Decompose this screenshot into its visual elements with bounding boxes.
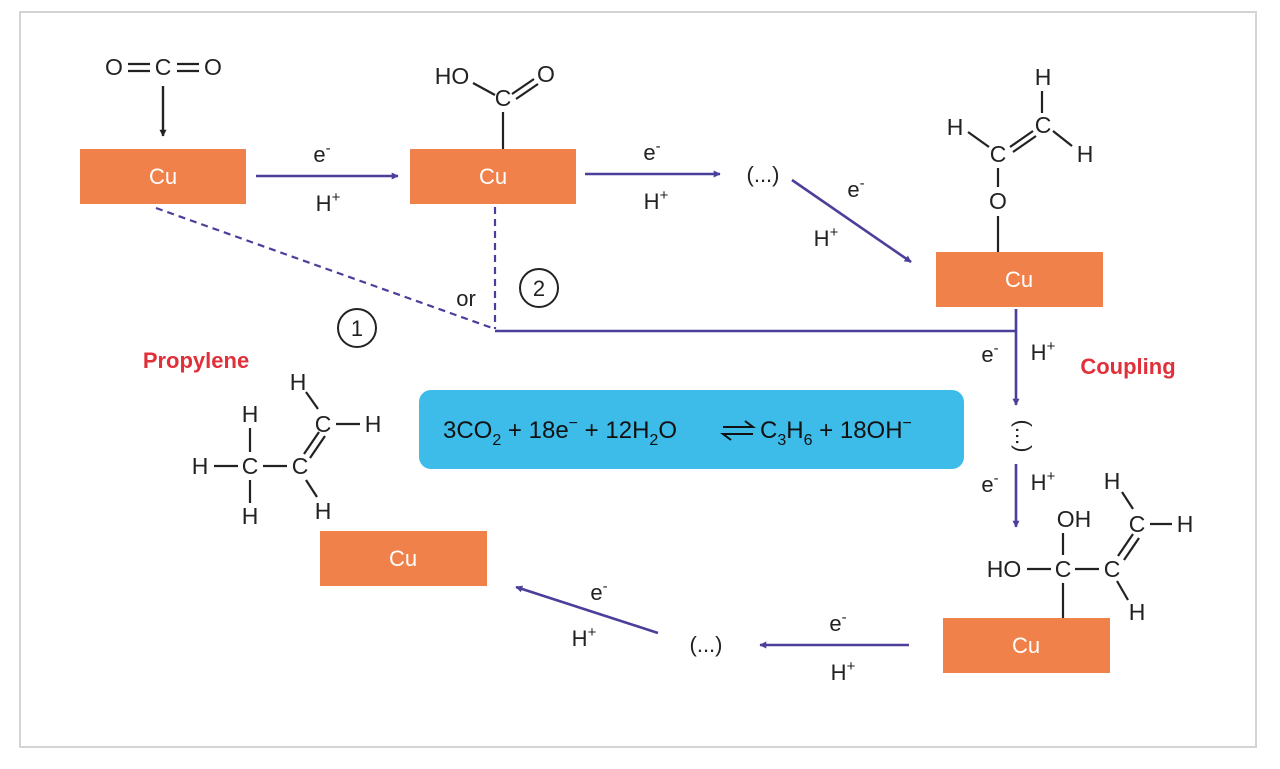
overall-equation: 3CO2 + 18e− + 12H2O C3H6 + 18OH−: [419, 390, 964, 469]
step-arrow-bottom: e- H+: [759, 609, 909, 685]
hydrogen-atom: H: [1177, 511, 1194, 537]
pathway-2-marker: 2: [519, 268, 559, 308]
cu-surface-1: Cu: [80, 149, 246, 204]
co2-carbon: C: [155, 54, 172, 80]
hydrogen-atom: H: [947, 114, 964, 140]
diol-carbon-2: C: [1104, 556, 1121, 582]
proton-label: H+: [831, 658, 856, 685]
cu-surface-3: Cu: [936, 252, 1103, 307]
step-arrow-3: e- H+: [791, 175, 912, 264]
cu-label: Cu: [1012, 633, 1040, 658]
electron-label: e-: [847, 175, 864, 202]
ellipsis-intermediate-2: (...): [690, 632, 723, 657]
diol-carbon-1: C: [1055, 556, 1072, 582]
bridging-oxygen: O: [989, 188, 1007, 214]
step-arrow-lower-vertical: e- H+: [981, 464, 1056, 528]
ellipsis-intermediate-1: (...): [747, 162, 780, 187]
diol-carbon-3: C: [1129, 511, 1146, 537]
pathway-1-marker: 1: [337, 308, 377, 348]
vinyl-carbon-middle: C: [292, 453, 309, 479]
co2-oxygen-right: O: [204, 54, 222, 80]
equation-products: C3H6 + 18OH−: [760, 415, 912, 449]
proton-label: H+: [644, 187, 669, 214]
pathway-1-number: 1: [351, 316, 363, 341]
hydrogen-atom: H: [242, 401, 259, 427]
hydrogen-atom: H: [192, 453, 209, 479]
diol-intermediate: OH HO C C C H H H: [987, 468, 1194, 625]
equation-reactants: 3CO2 + 18e− + 12H2O: [443, 415, 677, 449]
proton-label: H+: [572, 624, 597, 651]
cu-surface-4: Cu: [943, 618, 1110, 673]
electron-label: e-: [643, 138, 660, 165]
vinyl-carbon-2: C: [1035, 112, 1052, 138]
proton-label: H+: [1031, 338, 1056, 365]
co2-oxygen-left: O: [105, 54, 123, 80]
vinyloxy-intermediate: H C H H C O: [947, 64, 1094, 252]
step-arrow-final: e- H+: [515, 578, 659, 651]
methyl-carbon: C: [242, 453, 259, 479]
electron-label: e-: [981, 340, 998, 367]
proton-label: H+: [316, 189, 341, 216]
cu-surface-5: Cu: [320, 531, 487, 586]
cu-surface-2: Cu: [410, 149, 576, 204]
carbonyl-oxygen: O: [537, 61, 555, 87]
hydrogen-atom: H: [242, 503, 259, 529]
carboxyl-carbon: C: [495, 85, 512, 111]
pathway-2-number: 2: [533, 276, 545, 301]
ellipsis-intermediate-vertical: (...): [1011, 420, 1036, 453]
hydrogen-atom: H: [1035, 64, 1052, 90]
electron-label: e-: [313, 140, 330, 167]
cu-label: Cu: [149, 164, 177, 189]
hydrogen-atom: H: [315, 498, 332, 524]
carboxyl-intermediate: HO C O: [435, 61, 555, 149]
hydrogen-atom: H: [1077, 141, 1094, 167]
hydroxyl-left: HO: [987, 556, 1022, 582]
hydrogen-atom: H: [1129, 599, 1146, 625]
coupling-arrow: e- H+: [981, 309, 1056, 406]
hydrogen-atom: H: [365, 411, 382, 437]
equilibrium-arrows: [720, 420, 756, 441]
electron-label: e-: [590, 578, 607, 605]
electron-label: e-: [829, 609, 846, 636]
propylene-label: Propylene: [143, 348, 249, 373]
cu-label: Cu: [389, 546, 417, 571]
coupling-label: Coupling: [1080, 354, 1175, 379]
step-arrow-1: e- H+: [256, 140, 399, 216]
hydroxyl-group: HO: [435, 63, 470, 89]
or-label: or: [456, 286, 476, 311]
hydrogen-atom: H: [290, 369, 307, 395]
cu-label: Cu: [479, 164, 507, 189]
hydrogen-atom: H: [1104, 468, 1121, 494]
vinyl-carbon-terminal: C: [315, 411, 332, 437]
proton-label: H+: [1031, 468, 1056, 495]
hydroxyl-top: OH: [1057, 506, 1092, 532]
electron-label: e-: [981, 470, 998, 497]
vinyl-carbon-1: C: [990, 141, 1007, 167]
proton-label: H+: [814, 224, 839, 251]
propylene-molecule: H H C H C H C H H: [192, 369, 382, 529]
co2-molecule: O C O: [105, 54, 222, 137]
cu-label: Cu: [1005, 267, 1033, 292]
pathway-1-dashed-line: [155, 206, 496, 331]
step-arrow-2: e- H+: [585, 138, 721, 214]
